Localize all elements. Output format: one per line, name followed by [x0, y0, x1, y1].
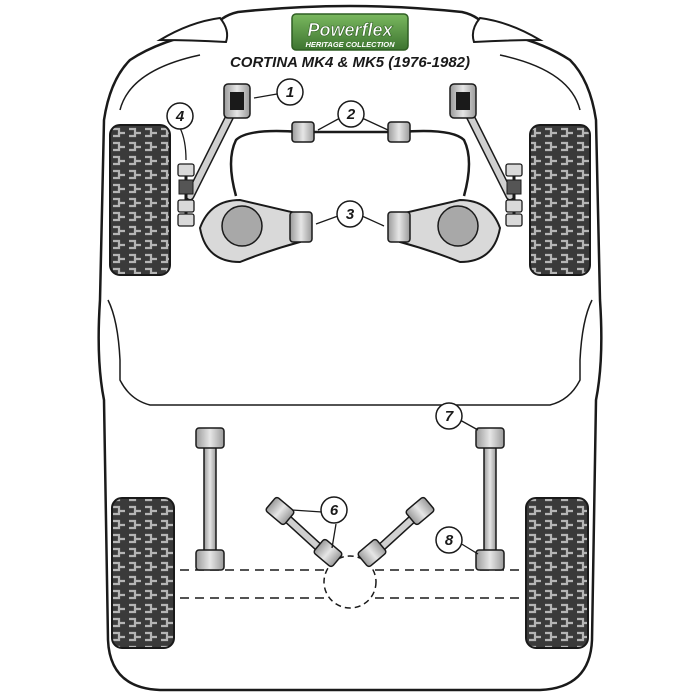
callout-6: 6: [320, 496, 348, 524]
front-drop-link-left: [177, 163, 195, 227]
front-lower-arm-left: [198, 198, 313, 264]
svg-text:8: 8: [445, 532, 454, 549]
rear-axle: [180, 555, 526, 609]
rear-upper-arm-right: [357, 496, 435, 568]
svg-text:3: 3: [346, 206, 355, 223]
rear-upper-arm-left: [265, 496, 343, 568]
svg-text:7: 7: [445, 408, 454, 425]
brand-tagline: HERITAGE COLLECTION: [305, 40, 395, 49]
svg-text:2: 2: [346, 106, 356, 123]
car-body: [97, 4, 603, 692]
callout-3: 3: [336, 200, 364, 228]
callout-2: 2: [337, 100, 365, 128]
rear-trailing-arm-right: [475, 427, 505, 571]
brand-logo: Powerflex HERITAGE COLLECTION: [291, 13, 409, 51]
rear-trailing-arm-left: [195, 427, 225, 571]
callout-1: 1: [276, 78, 304, 106]
tyre-rear-left: [111, 497, 175, 649]
tyre-rear-right: [525, 497, 589, 649]
svg-text:1: 1: [286, 84, 294, 101]
tyre-front-right: [529, 124, 591, 276]
front-lower-arm-right: [387, 198, 502, 264]
front-drop-link-right: [505, 163, 523, 227]
svg-text:4: 4: [175, 108, 185, 125]
callout-4: 4: [166, 102, 194, 130]
front-tie-bar-left: [185, 83, 251, 201]
tyre-front-left: [109, 124, 171, 276]
page-title: CORTINA MK4 & MK5 (1976-1982): [230, 54, 470, 71]
callout-7: 7: [435, 402, 463, 430]
front-tie-bar-right: [449, 83, 515, 201]
brand-name: Powerflex: [307, 20, 393, 40]
svg-text:6: 6: [330, 502, 339, 519]
callout-leaders: [179, 93, 479, 555]
front-anti-roll-bar: [229, 121, 471, 197]
callout-8: 8: [435, 526, 463, 554]
